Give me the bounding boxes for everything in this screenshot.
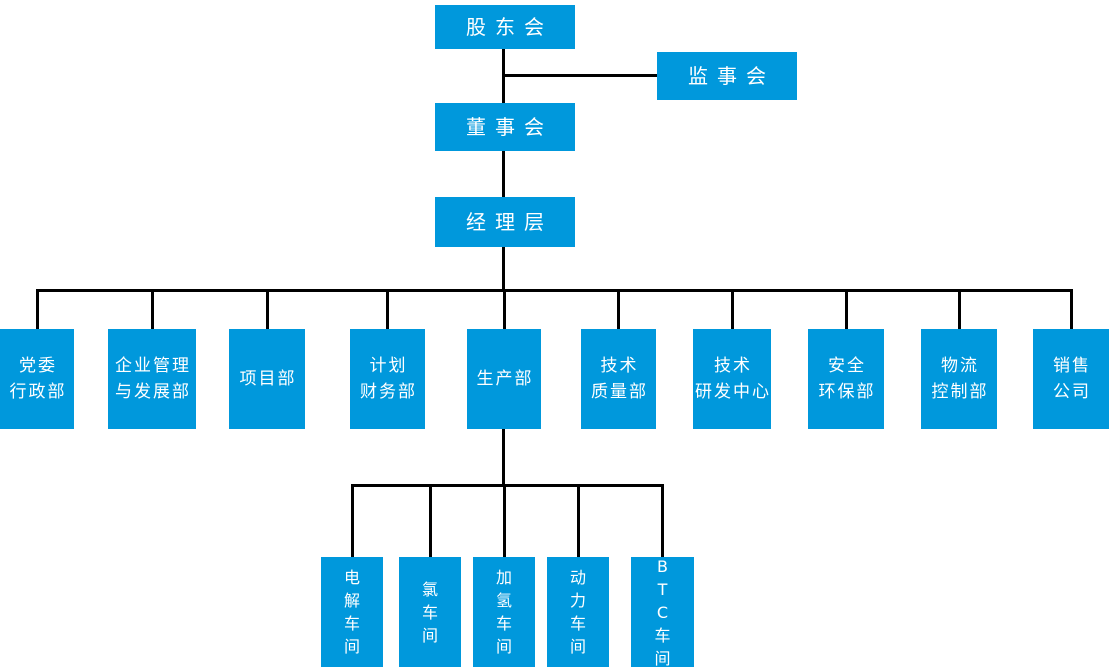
connector-line [36,289,1072,292]
connector-line [36,289,39,329]
node-board-of-directors: 董事会 [435,103,575,151]
node-label: 电 解 车 间 [343,568,360,656]
node-label: 加 氢 车 间 [495,568,512,656]
connector-line [266,289,269,329]
connector-line [503,484,506,557]
node-label: 计划 财务部 [360,356,417,402]
connector-line [502,429,505,486]
node-label: 技术 研发中心 [695,356,771,402]
node-management-level: 经理层 [435,197,575,247]
connector-line [151,289,154,329]
node-label: 企业管理 与发展部 [115,356,191,402]
connector-line [958,289,961,329]
connector-line [731,289,734,329]
node-label: 生产部 [476,369,534,389]
workshop-hydrogenation: 加 氢 车 间 [473,557,535,667]
connector-line [502,247,505,291]
dept-safety-environment: 安全 环保部 [808,329,884,429]
dept-technology-rd-center: 技术 研发中心 [693,329,771,429]
node-label: 经理层 [466,210,553,234]
node-label: 党委 行政部 [9,356,67,402]
node-label: B T C 车 间 [654,556,671,668]
connector-line [351,484,663,487]
node-label: 销售 公司 [1053,356,1091,402]
connector-line [617,289,620,329]
connector-line [351,484,354,557]
connector-line [386,289,389,329]
dept-logistics-control: 物流 控制部 [921,329,997,429]
workshop-btc: B T C 车 间 [631,556,694,668]
connector-line [845,289,848,329]
workshop-chlorine: 氯 车 间 [399,557,461,667]
connector-line [502,151,505,197]
node-label: 氯 车 间 [421,579,438,645]
dept-party-admin: 党委 行政部 [0,329,74,429]
node-label: 董事会 [466,115,553,139]
node-shareholders-meeting: 股东会 [435,5,575,49]
connector-line [577,484,580,557]
connector-line [503,289,506,329]
dept-technical-quality: 技术 质量部 [581,329,656,429]
node-label: 技术 质量部 [591,356,648,402]
node-label: 监事会 [688,64,775,88]
connector-line [503,74,658,77]
node-label: 动 力 车 间 [569,568,586,656]
dept-project: 项目部 [229,329,305,429]
workshop-power: 动 力 车 间 [547,557,609,667]
dept-sales-company: 销售 公司 [1033,329,1109,429]
connector-line [1070,289,1073,329]
node-label: 安全 环保部 [818,356,876,402]
node-label: 物流 控制部 [931,356,989,402]
node-label: 项目部 [239,369,297,389]
dept-production: 生产部 [467,329,541,429]
dept-planning-finance: 计划 财务部 [350,329,425,429]
workshop-electrolysis: 电 解 车 间 [321,557,383,667]
connector-line [661,484,664,557]
dept-enterprise-management-development: 企业管理 与发展部 [108,329,196,429]
node-label: 股东会 [466,15,553,39]
node-supervisory-board: 监事会 [657,52,797,100]
connector-line [429,484,432,557]
